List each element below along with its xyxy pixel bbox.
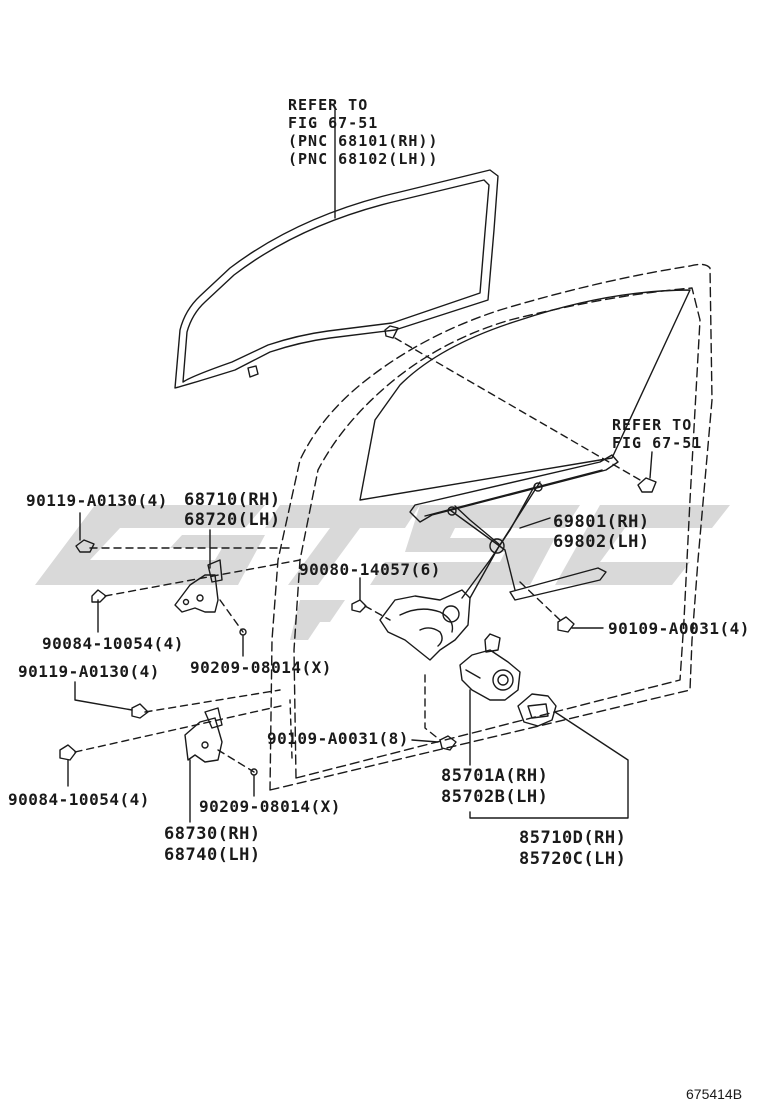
- refer-top-line-2: FIG 67-51: [288, 114, 379, 132]
- window-glass: [174, 169, 499, 389]
- refer-top-line-3: (PNC 68101(RH)): [288, 132, 439, 150]
- label-85710d: 85710D(RH): [519, 828, 627, 848]
- hinge-lower: [184, 707, 223, 763]
- door-frame: [269, 263, 713, 791]
- reference-lines: [74, 337, 641, 773]
- label-85701a: 85701A(RH): [441, 766, 549, 786]
- label-90084-lower: 90084-10054(4): [8, 790, 150, 809]
- refer-right-line-2: FIG 67-51: [612, 434, 703, 452]
- label-90209-lower: 90209-08014(X): [199, 797, 341, 816]
- label-90080: 90080-14057(6): [299, 560, 441, 579]
- label-90109-right: 90109-A0031(4): [608, 619, 750, 638]
- label-69802: 69802(LH): [553, 532, 650, 552]
- label-68740: 68740(LH): [164, 845, 261, 865]
- label-90119-lower: 90119-A0130(4): [18, 662, 160, 681]
- label-85702b: 85702B(LH): [441, 787, 549, 807]
- label-69801: 69801(RH): [553, 512, 650, 532]
- figure-number: 675414B: [686, 1086, 743, 1102]
- refer-top-line-1: REFER TO: [288, 96, 369, 114]
- label-90209-upper: 90209-08014(X): [190, 658, 332, 677]
- regulator: [379, 454, 619, 661]
- refer-right-line-1: REFER TO: [612, 416, 693, 434]
- refer-top-line-4: (PNC 68102(LH)): [288, 150, 439, 168]
- label-68730: 68730(RH): [164, 824, 261, 844]
- label-68720: 68720(LH): [184, 510, 281, 530]
- label-90119-upper: 90119-A0130(4): [26, 491, 168, 510]
- label-90084-upper: 90084-10054(4): [42, 634, 184, 653]
- leader-lines: [67, 451, 653, 823]
- label-85720c: 85720C(LH): [519, 849, 627, 869]
- label-68710: 68710(RH): [184, 490, 281, 510]
- switch: [517, 693, 557, 727]
- label-90109-lower: 90109-A0031(8): [267, 729, 409, 748]
- motor: [459, 633, 521, 701]
